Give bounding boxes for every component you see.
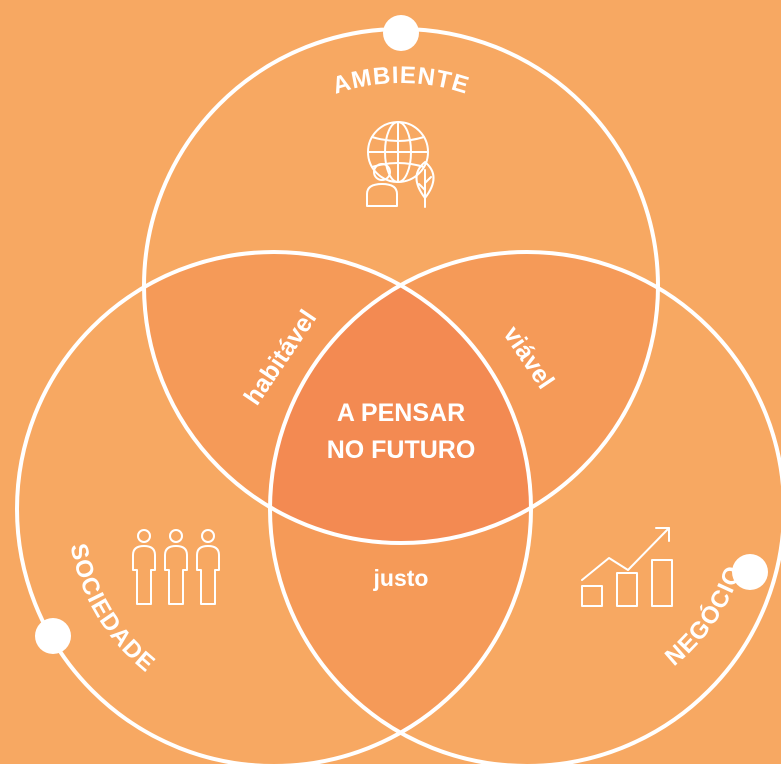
negocio-circle (268, 250, 781, 764)
growth-chart-icon (581, 527, 673, 607)
sociedade-circle (15, 250, 533, 764)
globe-person-leaf-icon (366, 121, 435, 208)
center-title-line-2: NO FUTURO (327, 436, 476, 464)
negocio-dot (732, 554, 768, 590)
people-icon (132, 529, 220, 605)
ambiente-dot (383, 15, 419, 51)
center-title-line-1: A PENSAR (337, 399, 465, 427)
sociedade-dot (35, 618, 71, 654)
overlap-justo-label: justo (373, 565, 429, 591)
